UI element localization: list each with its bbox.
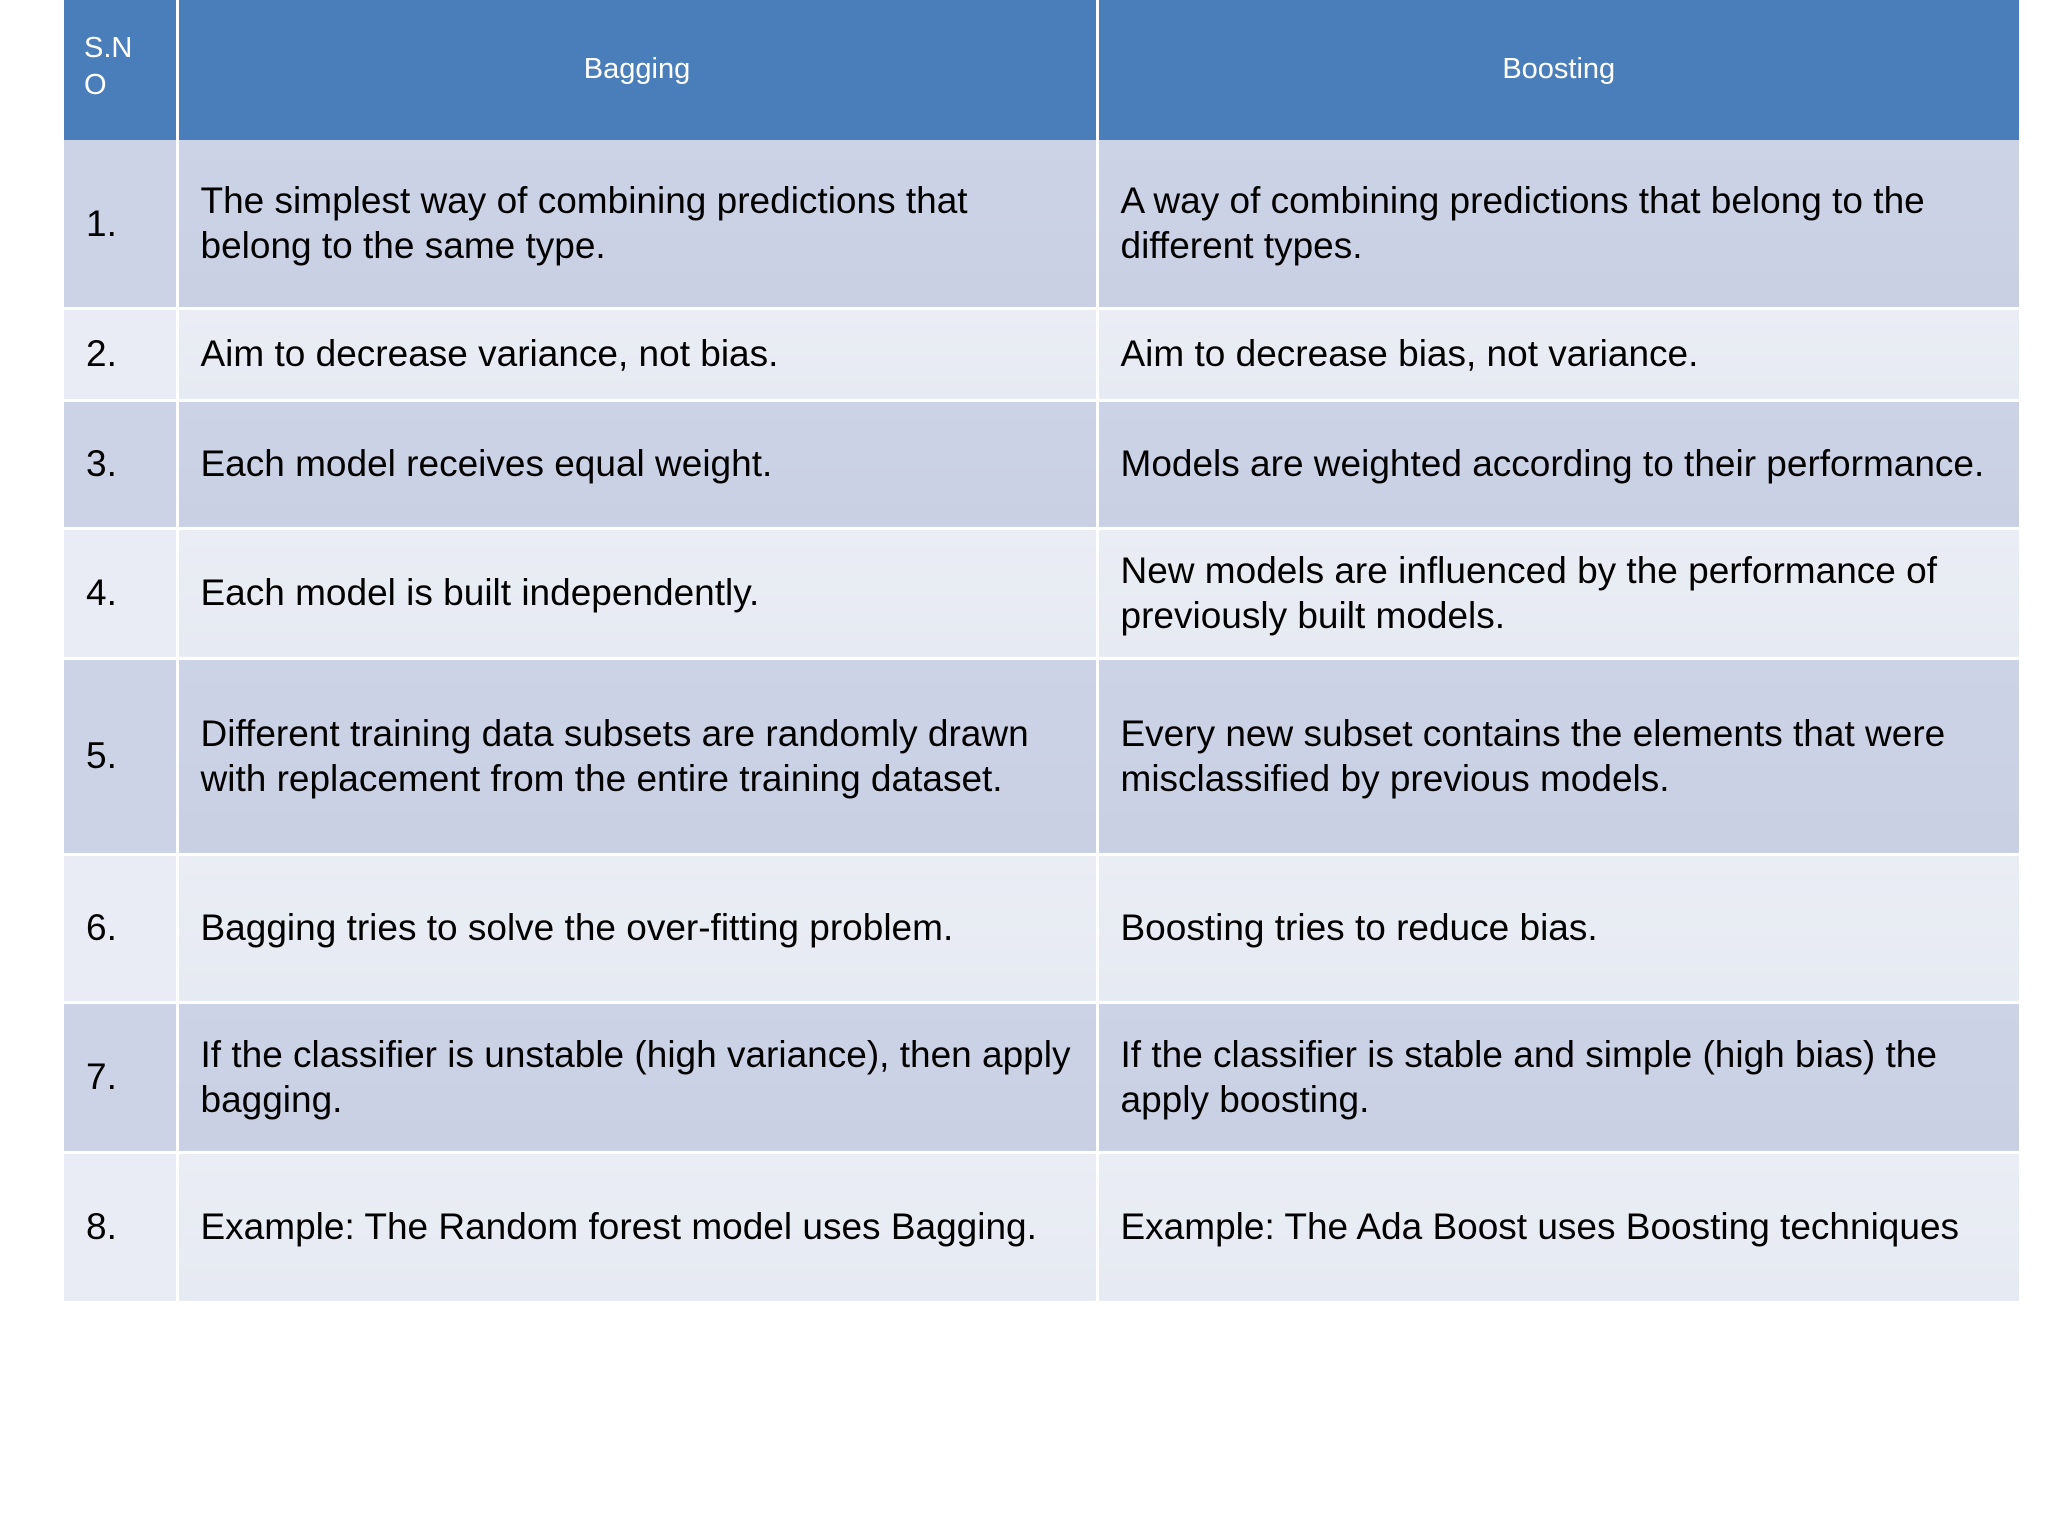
row-number: 2. <box>64 308 179 402</box>
cell-boosting: Every new subset contains the elements t… <box>1097 658 2019 856</box>
column-header-boosting: Boosting <box>1097 0 2019 140</box>
row-number: 1. <box>64 140 179 310</box>
column-header-sno: S.N O <box>64 0 179 140</box>
column-header-bagging: Bagging <box>177 0 1099 140</box>
cell-boosting: Boosting tries to reduce bias. <box>1097 854 2019 1004</box>
cell-bagging: Each model is built independently. <box>177 528 1099 660</box>
cell-bagging: Different training data subsets are rand… <box>177 658 1099 856</box>
row-number: 6. <box>64 854 179 1004</box>
cell-bagging: Example: The Random forest model uses Ba… <box>177 1152 1099 1304</box>
table-row: 8. Example: The Random forest model uses… <box>64 1152 2019 1304</box>
cell-boosting: New models are influenced by the perform… <box>1097 528 2019 660</box>
comparison-table-container: S.N O Bagging Boosting 1. The simplest w… <box>64 0 2019 1304</box>
row-number: 7. <box>64 1002 179 1154</box>
cell-boosting: A way of combining predictions that belo… <box>1097 140 2019 310</box>
table-row: 3. Each model receives equal weight. Mod… <box>64 400 2019 530</box>
cell-boosting: Models are weighted according to their p… <box>1097 400 2019 530</box>
cell-boosting: Example: The Ada Boost uses Boosting tec… <box>1097 1152 2019 1304</box>
cell-bagging: Each model receives equal weight. <box>177 400 1099 530</box>
table-header: S.N O Bagging Boosting <box>64 0 2019 140</box>
row-number: 8. <box>64 1152 179 1304</box>
bagging-vs-boosting-table: S.N O Bagging Boosting 1. The simplest w… <box>64 0 2019 1304</box>
cell-boosting: If the classifier is stable and simple (… <box>1097 1002 2019 1154</box>
row-number: 5. <box>64 658 179 856</box>
cell-bagging: If the classifier is unstable (high vari… <box>177 1002 1099 1154</box>
table-row: 1. The simplest way of combining predict… <box>64 140 2019 310</box>
cell-bagging: Bagging tries to solve the over-fitting … <box>177 854 1099 1004</box>
cell-bagging: The simplest way of combining prediction… <box>177 140 1099 310</box>
table-row: 2. Aim to decrease variance, not bias. A… <box>64 308 2019 402</box>
table-row: 4. Each model is built independently. Ne… <box>64 528 2019 660</box>
cell-boosting: Aim to decrease bias, not variance. <box>1097 308 2019 402</box>
table-body: 1. The simplest way of combining predict… <box>64 140 2019 1304</box>
row-number: 3. <box>64 400 179 530</box>
row-number: 4. <box>64 528 179 660</box>
cell-bagging: Aim to decrease variance, not bias. <box>177 308 1099 402</box>
table-row: 5. Different training data subsets are r… <box>64 658 2019 856</box>
header-row: S.N O Bagging Boosting <box>64 0 2019 140</box>
table-row: 6. Bagging tries to solve the over-fitti… <box>64 854 2019 1004</box>
table-row: 7. If the classifier is unstable (high v… <box>64 1002 2019 1154</box>
